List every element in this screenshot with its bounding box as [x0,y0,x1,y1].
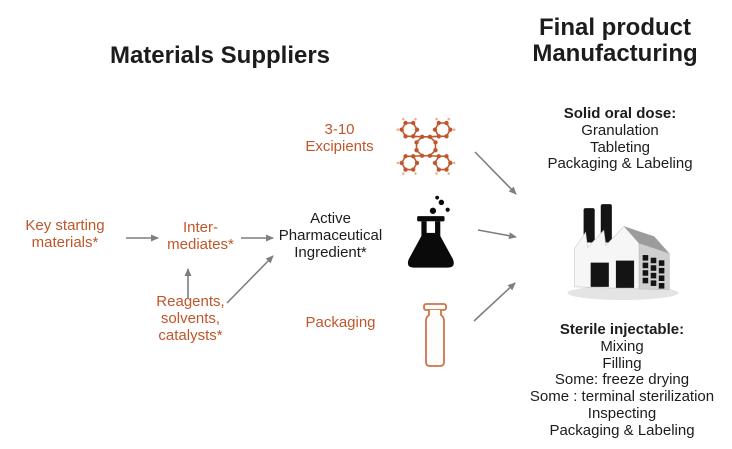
manufacturing-factory-icon [560,196,692,302]
intermediates-label: Inter- mediates* [167,219,234,253]
sterile-injectable-block: Sterile injectable: Mixing Filling Some:… [516,321,728,440]
arrow-api-to-factory [477,229,517,240]
sterile-injectable-steps: Mixing Filling Some: freeze drying Some … [529,337,715,439]
reagents-solvents-catalysts-label: Reagents, solvents, catalysts* [156,293,225,344]
solid-oral-dose-block: Solid oral dose: Granulation Tableting P… [525,105,715,173]
arrow-excipients-to-factory [474,151,517,195]
materials-suppliers-title: Materials Suppliers [109,42,331,69]
sterile-injectable-heading: Sterile injectable: [559,321,685,338]
solid-oral-dose-steps: Granulation Tableting Packaging & Labeli… [547,121,693,173]
packaging-label: Packaging [305,314,376,331]
excipients-label: 3-10 Excipients [305,121,374,155]
packaging-vial-icon [418,302,452,368]
active-pharmaceutical-ingredient-label: Active Pharmaceutical Ingredient* [278,210,383,261]
arrow-packaging-to-factory [473,282,516,322]
key-starting-materials-label: Key starting materials* [25,217,105,251]
excipients-molecule-icon [394,108,458,182]
solid-oral-dose-heading: Solid oral dose: [563,105,677,122]
api-flask-icon [404,194,464,276]
final-product-manufacturing-title: Final product Manufacturing [532,14,698,68]
